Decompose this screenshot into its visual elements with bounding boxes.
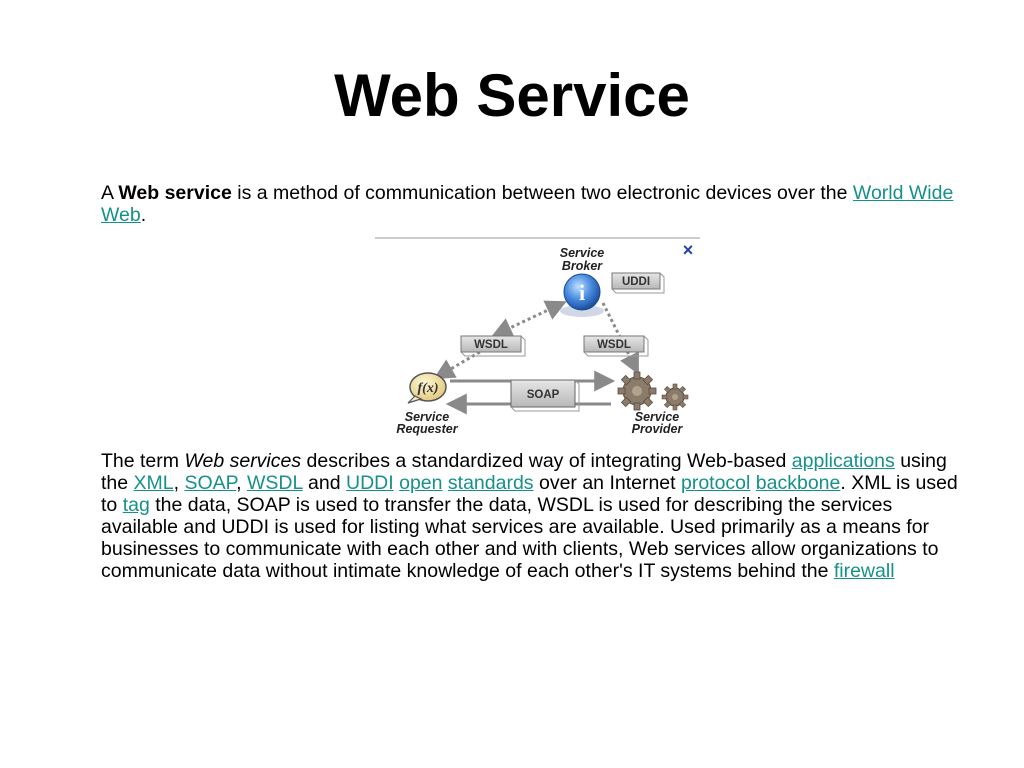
uddi-box-label: UDDI — [622, 276, 650, 288]
intro-text: . — [140, 204, 147, 226]
soap-box-label: SOAP — [527, 389, 560, 401]
body-text: and — [302, 472, 347, 494]
provider-label-line2: Provider — [632, 422, 684, 436]
world-wide-web-link[interactable]: World Wide Web — [101, 182, 954, 226]
fx-glyph: f(x) — [418, 381, 439, 396]
requester-label-line1: Service — [405, 410, 450, 424]
open-link[interactable]: open — [399, 472, 443, 494]
info-glyph: i — [579, 280, 585, 305]
body-text: over an Internet — [533, 472, 681, 494]
arrow-broker-to-requester — [491, 300, 567, 338]
firewall-link[interactable]: firewall — [833, 560, 895, 582]
body-text: The term — [101, 450, 185, 472]
wsdl-link[interactable]: WSDL — [247, 472, 303, 494]
intro-paragraph: A Web service is a method of communicati… — [101, 182, 971, 226]
protocol-link[interactable]: protocol — [680, 472, 751, 494]
close-icon[interactable]: × — [683, 240, 694, 260]
xml-link[interactable]: XML — [133, 472, 174, 494]
intro-text: A — [101, 182, 119, 204]
broker-label-line2: Broker — [562, 259, 603, 273]
function-icon: f(x) — [407, 372, 447, 404]
slide-title: Web Service — [334, 62, 690, 129]
body-text: describes a standardized way of integrat… — [301, 450, 792, 472]
body-text: using the — [101, 450, 947, 494]
wsdl-right-label: WSDL — [597, 339, 631, 351]
uddi-box — [611, 272, 661, 290]
body-text: , — [236, 472, 248, 494]
standards-link[interactable]: standards — [447, 472, 534, 494]
web-service-diagram: × Service Broker UDDI i WSDL WSDL f(x) — [375, 237, 703, 437]
wsdl-left-label: WSDL — [474, 339, 508, 351]
intro-bold-term: Web service — [118, 182, 232, 204]
provider-label-line1: Service — [635, 410, 680, 424]
backbone-link[interactable]: backbone — [755, 472, 841, 494]
body-text: the data, SOAP is used to transfer the d… — [101, 494, 939, 582]
soap-box — [510, 379, 576, 408]
soap-link[interactable]: SOAP — [184, 472, 237, 494]
intro-text: is a method of communication between two… — [231, 182, 853, 204]
gear-icon — [617, 371, 689, 411]
tag-link[interactable]: tag — [122, 494, 150, 516]
arrow-requester-to-wsdl — [433, 347, 486, 380]
wsdl-right-box — [583, 335, 645, 353]
body-italic-term: Web services — [184, 450, 302, 472]
wsdl-left-box — [460, 335, 522, 353]
body-text: . XML is used to — [101, 472, 958, 516]
requester-label-line2: Requester — [396, 422, 458, 436]
uddi-link[interactable]: UDDI — [346, 472, 394, 494]
body-paragraph: The term Web services describes a standa… — [101, 450, 971, 582]
broker-label-line1: Service — [560, 246, 605, 260]
body-text: , — [173, 472, 185, 494]
applications-link[interactable]: applications — [791, 450, 895, 472]
info-icon: i — [560, 273, 604, 317]
